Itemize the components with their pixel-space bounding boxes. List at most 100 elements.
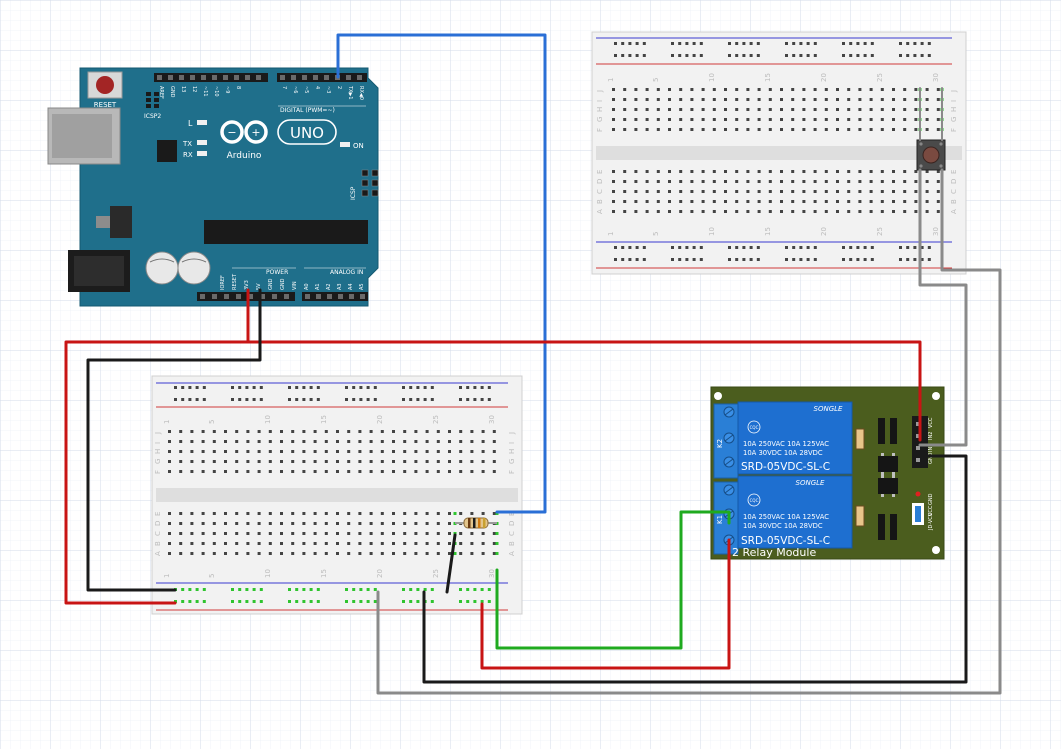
breadboard-hole (656, 118, 660, 121)
breadboard-hole (302, 542, 306, 545)
breadboard-hole (380, 522, 384, 525)
wire-gray-button-rail (376, 168, 1002, 695)
rail-hole (245, 600, 249, 603)
breadboard-hole (847, 98, 851, 101)
active-hole (495, 542, 499, 545)
rail-hole (238, 600, 242, 603)
rail-hole (473, 386, 477, 389)
breadboard-hole (257, 460, 261, 463)
row-letter: D (596, 179, 604, 184)
breadboard-hole (369, 522, 373, 525)
rail-hole (466, 386, 470, 389)
breadboard-hole (690, 210, 694, 213)
column-number: 1 (607, 232, 615, 236)
rail-hole (459, 386, 462, 389)
breadboard-hole (436, 552, 440, 555)
arduino-logo: − + UNO Arduino (220, 119, 337, 161)
rail-hole (927, 42, 931, 45)
breadboard-hole (425, 512, 429, 515)
breadboard-hole (701, 88, 705, 91)
breadboard-hole (168, 430, 171, 433)
rail-hole (238, 398, 242, 401)
breadboard-hole (179, 440, 183, 443)
breadboard-hole (369, 532, 373, 535)
rail-hole (181, 398, 185, 401)
relay-header-label: GND (928, 452, 934, 464)
digital-pin-label: RX◀0 (358, 86, 364, 100)
breadboard-hole (448, 522, 451, 525)
breadboard-hole (656, 200, 660, 203)
breadboard-hole (302, 522, 306, 525)
breadboard-hole (880, 180, 884, 183)
breadboard-hole (746, 180, 750, 183)
breadboard-hole (623, 200, 627, 203)
breadboard-hole (701, 108, 705, 111)
usb-chip (157, 140, 177, 162)
breadboard-hole (403, 430, 407, 433)
breadboard-hole (858, 180, 862, 183)
breadboard-hole (380, 532, 384, 535)
svg-text:+: + (251, 126, 260, 139)
rail-hole (352, 588, 356, 591)
row-letter: F (508, 470, 516, 474)
breadboard-hole (858, 118, 862, 121)
breadboard-hole (903, 210, 907, 213)
breadboard-hole (324, 532, 328, 535)
header-pin (284, 294, 289, 299)
breadboard-hole (802, 170, 806, 173)
breadboard-hole (936, 180, 940, 183)
rail-hole (899, 246, 902, 249)
rail-hole (728, 246, 731, 249)
breadboard-hole (179, 522, 183, 525)
rail-hole (245, 386, 249, 389)
rail-hole (678, 258, 682, 261)
breadboard-hole (459, 440, 463, 443)
breadboard-hole (436, 440, 440, 443)
breadboard-hole (291, 440, 295, 443)
breadboard-hole (701, 210, 705, 213)
header-pin (157, 75, 162, 80)
breadboard-hole (425, 440, 429, 443)
breadboard-hole (436, 430, 440, 433)
breadboard-hole (459, 450, 463, 453)
row-letter: B (596, 199, 604, 204)
rail-hole (678, 54, 682, 57)
row-letter: J (596, 90, 604, 93)
breadboard-hole (425, 430, 429, 433)
transistor-1 (878, 418, 885, 444)
breadboard-hole (791, 88, 795, 91)
breadboard-hole (925, 210, 929, 213)
breadboard-hole (679, 190, 683, 193)
breadboard-hole (280, 542, 283, 545)
header-pin (360, 294, 365, 299)
power-pin-label: 3V3 (244, 280, 250, 290)
icsp-pin (371, 189, 379, 197)
breadboard-hole (735, 190, 739, 193)
breadboard-hole (701, 170, 705, 173)
rail-hole (423, 386, 427, 389)
breadboard-hole (746, 98, 750, 101)
breadboard-hole (645, 108, 649, 111)
breadboard-hole (481, 512, 485, 515)
rail-hole (756, 54, 760, 57)
rail-hole (756, 246, 760, 249)
svg-text:−: − (227, 126, 236, 139)
breadboard-hole (448, 430, 451, 433)
rail-hole (728, 54, 731, 57)
breadboard-hole (280, 460, 283, 463)
breadboard-hole (836, 128, 839, 131)
wire-gray-button-in1 (918, 168, 968, 447)
digital-pin-label: ~6 (292, 86, 298, 93)
breadboard-hole (481, 430, 485, 433)
power-pin-label: GND (280, 278, 286, 290)
breadboard-hole (735, 128, 739, 131)
breadboard-hole (712, 88, 716, 91)
breadboard-hole (768, 210, 772, 213)
rail-hole (430, 600, 434, 603)
relay-k1-label: K1 (716, 515, 724, 524)
breadboard-hole (347, 532, 351, 535)
breadboard-hole (302, 552, 306, 555)
breadboard-hole (679, 88, 683, 91)
breadboard-hole (791, 108, 795, 111)
rail-hole (749, 246, 753, 249)
